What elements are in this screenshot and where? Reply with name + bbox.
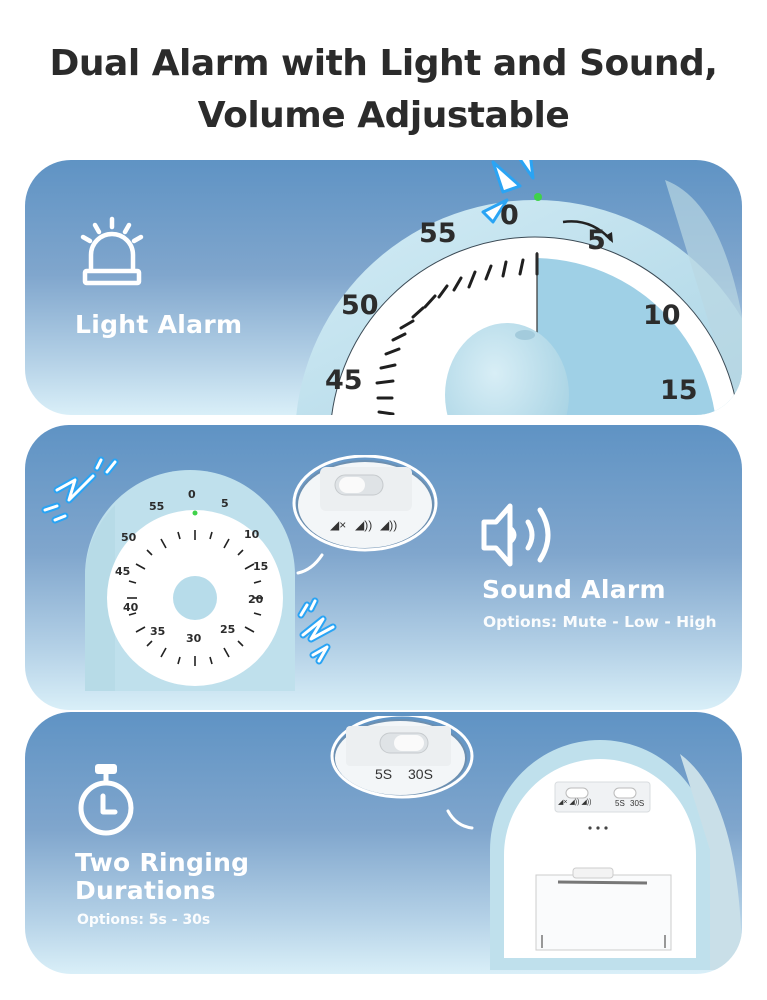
dial-number-15: 15 [660, 375, 698, 406]
feature-title-light-alarm: Light Alarm [75, 310, 243, 339]
small-dial-45: 45 [115, 565, 131, 578]
small-dial-0: 0 [188, 488, 196, 501]
small-dial-40: 40 [123, 601, 139, 614]
back-mute-icon: ◢× ◢)) ◢)) [558, 799, 592, 806]
small-dial-30: 30 [186, 632, 202, 645]
panel-ringing-durations: Two Ringing Durations Options: 5s - 30s … [25, 712, 742, 974]
volume-switch-callout [292, 455, 438, 575]
feature-subtitle-ringing: Options: 5s - 30s [77, 912, 211, 928]
headline-line-2: Volume Adjustable [197, 95, 570, 136]
duration-label-5s: 5S [375, 766, 393, 782]
dial-number-5: 5 [587, 225, 606, 256]
small-dial-55: 55 [149, 500, 165, 513]
small-dial-25: 25 [220, 623, 236, 636]
feature-subtitle-sound-alarm: Options: Mute - Low - High [483, 613, 717, 631]
panel-sound-alarm: 0 5 10 15 20 25 30 35 40 45 50 55 ◢× ◢))… [25, 425, 742, 710]
speaker-sound-icon [481, 503, 551, 567]
duration-switch-callout [330, 716, 474, 830]
back-duration-30s: 30S [630, 799, 645, 808]
duration-label-30s: 30S [408, 766, 433, 782]
dial-number-50: 50 [341, 290, 379, 321]
headline: Dual Alarm with Light and Sound, Volume … [0, 38, 767, 142]
timer-back-view [490, 740, 742, 970]
sound-sparks-bottom-icon [297, 597, 337, 665]
mute-icon: ◢× [330, 518, 347, 532]
dial-number-45: 45 [325, 365, 363, 396]
feature-title-sound-alarm: Sound Alarm [482, 575, 666, 604]
headline-line-1: Dual Alarm with Light and Sound, [49, 43, 718, 84]
small-dial-15: 15 [253, 560, 269, 573]
siren-light-icon [80, 216, 144, 286]
high-volume-icon: ◢)) [380, 518, 398, 532]
small-dial-10: 10 [244, 528, 260, 541]
dial-number-10: 10 [643, 300, 681, 331]
low-volume-icon: ◢)) [355, 518, 373, 532]
timer-front-small [85, 470, 295, 691]
dial-number-55: 55 [419, 218, 457, 249]
small-dial-50: 50 [121, 531, 137, 544]
small-dial-5: 5 [221, 497, 229, 510]
small-dial-20: 20 [248, 593, 264, 606]
feature-title-ringing-line1: Two Ringing [75, 848, 250, 877]
feature-title-ringing-line2: Durations [75, 876, 216, 905]
sound-sparks-top-icon [41, 456, 119, 524]
stopwatch-icon [78, 764, 134, 836]
timer-dial-front-large [296, 160, 742, 415]
dial-number-0: 0 [500, 200, 519, 231]
panel-light-alarm: Light Alarm [25, 160, 742, 415]
small-dial-35: 35 [150, 625, 166, 638]
back-duration-5s: 5S [615, 799, 625, 808]
